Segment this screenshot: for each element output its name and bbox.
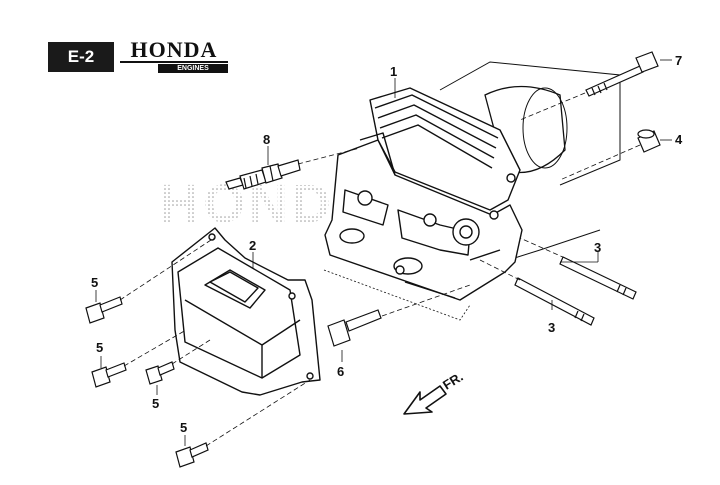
callout-6: 6	[337, 364, 345, 379]
callout-5-c: 5	[152, 396, 160, 411]
callout-2: 2	[249, 238, 257, 253]
callout-3-upper: 3	[594, 240, 602, 255]
cylinder-head	[324, 87, 523, 301]
brand-rule	[120, 61, 228, 63]
callout-3-lower: 3	[548, 320, 556, 335]
cover-bolt-5b	[91, 362, 127, 388]
cover-bolt-5a	[85, 296, 123, 324]
brand-logo: HONDA ENGINES	[120, 37, 228, 73]
brand-subtitle: ENGINES	[158, 64, 228, 73]
cover-bolt-5c	[145, 361, 175, 385]
callout-1: 1	[390, 64, 398, 79]
front-direction-arrow	[403, 385, 447, 415]
callout-4: 4	[675, 132, 683, 147]
stud-bolt-7	[585, 51, 659, 97]
callout-8: 8	[263, 132, 271, 147]
spark-plug	[225, 159, 301, 190]
brand-name: HONDA	[130, 37, 218, 62]
section-code-tag: E-2	[48, 42, 114, 72]
head-gasket	[323, 269, 471, 321]
dowel-pin	[637, 129, 661, 153]
callout-5-d: 5	[180, 420, 188, 435]
callout-5-b: 5	[96, 340, 104, 355]
valve-cover	[171, 227, 321, 396]
callout-7: 7	[675, 53, 683, 68]
leader-lines	[95, 59, 672, 447]
stud-bolt-3-lower	[514, 277, 595, 326]
flange-bolt-6	[327, 309, 382, 347]
cover-bolt-5d	[175, 442, 209, 468]
callout-5-a: 5	[91, 275, 99, 290]
stud-bolt-3-upper	[559, 256, 637, 300]
